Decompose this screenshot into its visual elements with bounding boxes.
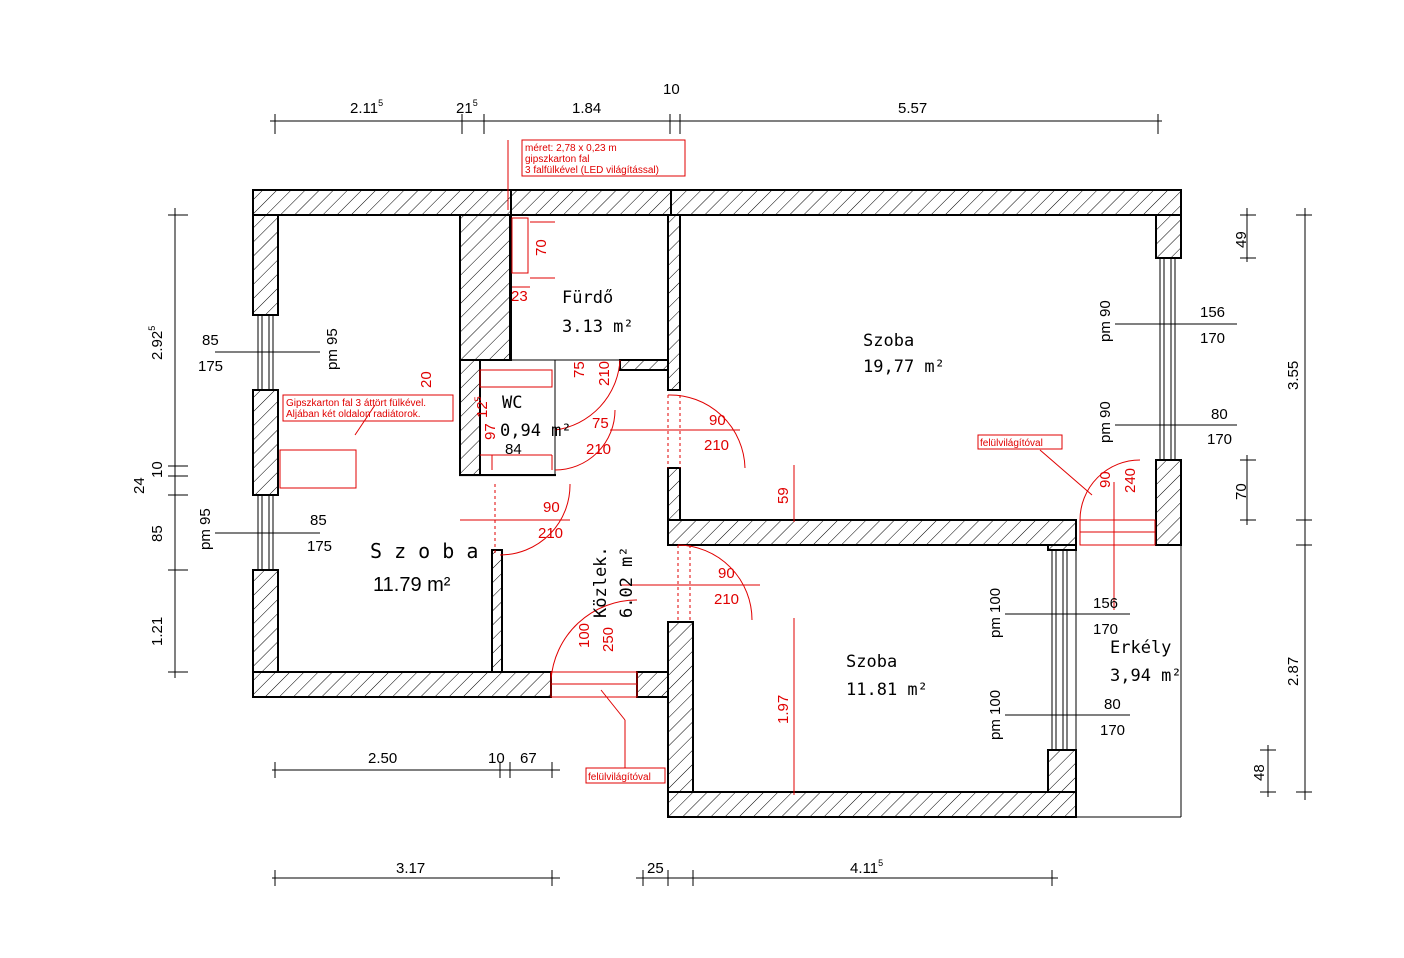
room-wc-name: WC: [502, 393, 522, 413]
door-wc-h: 210: [586, 441, 611, 458]
dim-top-2: 215: [456, 98, 478, 117]
corridor-name: Közlek.: [591, 546, 611, 618]
room-wc-area: 0,94 m²: [500, 421, 572, 441]
corridor-area: 6.02 m²: [617, 546, 637, 618]
dim-wc-bottom: 84: [505, 441, 522, 458]
room-bath-name: Fürdő: [562, 288, 613, 308]
room1-name: Szoba: [863, 331, 914, 351]
dim-wc-top: 20: [418, 371, 435, 388]
win-right-top-w: 156: [1200, 304, 1225, 321]
room3-area: 11.81 m²: [846, 680, 928, 700]
dim-top-4: 10: [663, 81, 680, 98]
dim-bottom-1: 2.50: [368, 750, 397, 767]
dim-bottom-5: 25: [647, 860, 664, 877]
dim-bottom-2: 10: [488, 750, 505, 767]
dim-room3-197: 1.97: [775, 695, 792, 724]
dim-top-1: 2.115: [350, 98, 383, 117]
walls: [252, 189, 1182, 818]
win-right-mid-pm: pm 90: [1097, 401, 1114, 443]
dim-wc-side2: 97: [482, 423, 499, 440]
balcony-name: Erkély: [1110, 638, 1171, 658]
dim-left-1: 2.925: [147, 326, 166, 360]
dim-bottom-6: 4.115: [850, 858, 883, 877]
win-balcony-bottom-pm: pm 100: [987, 690, 1004, 740]
door-balcony-w: 90: [1097, 471, 1114, 488]
note-niche-line3: 3 falfülkével (LED világítással): [525, 165, 659, 176]
dimension-lines: [168, 114, 1312, 886]
room1-area: 19,77 m²: [863, 357, 945, 377]
door-bath-h: 210: [596, 361, 613, 386]
door-wc-w: 75: [592, 415, 609, 432]
dim-niche-w: 23: [511, 288, 528, 305]
dim-top-5: 5.57: [898, 100, 927, 117]
doors: [279, 217, 1156, 698]
win-right-top-h: 170: [1200, 330, 1225, 347]
door-room3-w: 90: [718, 565, 735, 582]
win-left-bottom-w: 85: [310, 512, 327, 529]
win-left-bottom-pm: pm 95: [197, 508, 214, 550]
note-wall-line2: Aljában két oldalon radiátorok.: [286, 409, 421, 420]
dim-bottom-3: 67: [520, 750, 537, 767]
win-balcony-bottom-h: 170: [1100, 722, 1125, 739]
dim-top-3: 1.84: [572, 100, 601, 117]
door-room2-w: 90: [543, 499, 560, 516]
win-balcony-bottom-w: 80: [1104, 696, 1121, 713]
door-room2-h: 210: [538, 525, 563, 542]
dim-right-4: 2.87: [1285, 657, 1302, 686]
room-bath-area: 3.13 m²: [562, 317, 634, 337]
dim-bottom-4: 3.17: [396, 860, 425, 877]
dim-right-3: 70: [1233, 483, 1250, 500]
dim-right-2: 3.55: [1285, 361, 1302, 390]
room2-area: 11.79 m²: [373, 574, 451, 596]
dim-left-5: 1.21: [149, 617, 166, 646]
win-left-top-w: 85: [202, 332, 219, 349]
door-room1-w: 90: [709, 412, 726, 429]
note-niche-line1: méret: 2,78 x 0,23 m: [525, 143, 617, 154]
door-entry-w: 100: [576, 623, 593, 648]
win-left-bottom-h: 175: [307, 538, 332, 555]
note-skylight-1: felülvilágítóval: [980, 438, 1043, 449]
dim-wc-side: 125: [473, 396, 491, 418]
door-entry-h: 250: [600, 627, 617, 652]
win-left-top-pm: pm 95: [324, 328, 341, 370]
room2-name: S z o b a: [370, 539, 478, 563]
win-right-mid-w: 80: [1211, 406, 1228, 423]
dim-right-5: 48: [1251, 764, 1268, 781]
win-left-top-h: 175: [198, 358, 223, 375]
win-right-mid-h: 170: [1207, 431, 1232, 448]
dim-left-3: 24: [131, 477, 148, 494]
dim-left-4: 85: [149, 525, 166, 542]
note-skylight-2: felülvilágítóval: [588, 772, 651, 783]
dim-corridor-59: 59: [775, 487, 792, 504]
door-room1-h: 210: [704, 437, 729, 454]
room3-name: Szoba: [846, 652, 897, 672]
note-niche-line2: gipszkarton fal: [525, 154, 589, 165]
win-balcony-top-h: 170: [1093, 621, 1118, 638]
dim-right-1: 49: [1233, 231, 1250, 248]
win-balcony-top-pm: pm 100: [987, 588, 1004, 638]
door-room3-h: 210: [714, 591, 739, 608]
win-balcony-top-w: 156: [1093, 595, 1118, 612]
dim-niche-h: 70: [533, 239, 550, 256]
door-bath-w: 75: [571, 361, 588, 378]
dim-left-2: 10: [149, 461, 166, 478]
door-balcony-h: 240: [1122, 468, 1139, 493]
note-wall-line1: Gipszkarton fal 3 áttört fülkével.: [286, 398, 426, 409]
win-right-top-pm: pm 90: [1097, 300, 1114, 342]
balcony-area: 3,94 m²: [1110, 666, 1182, 686]
